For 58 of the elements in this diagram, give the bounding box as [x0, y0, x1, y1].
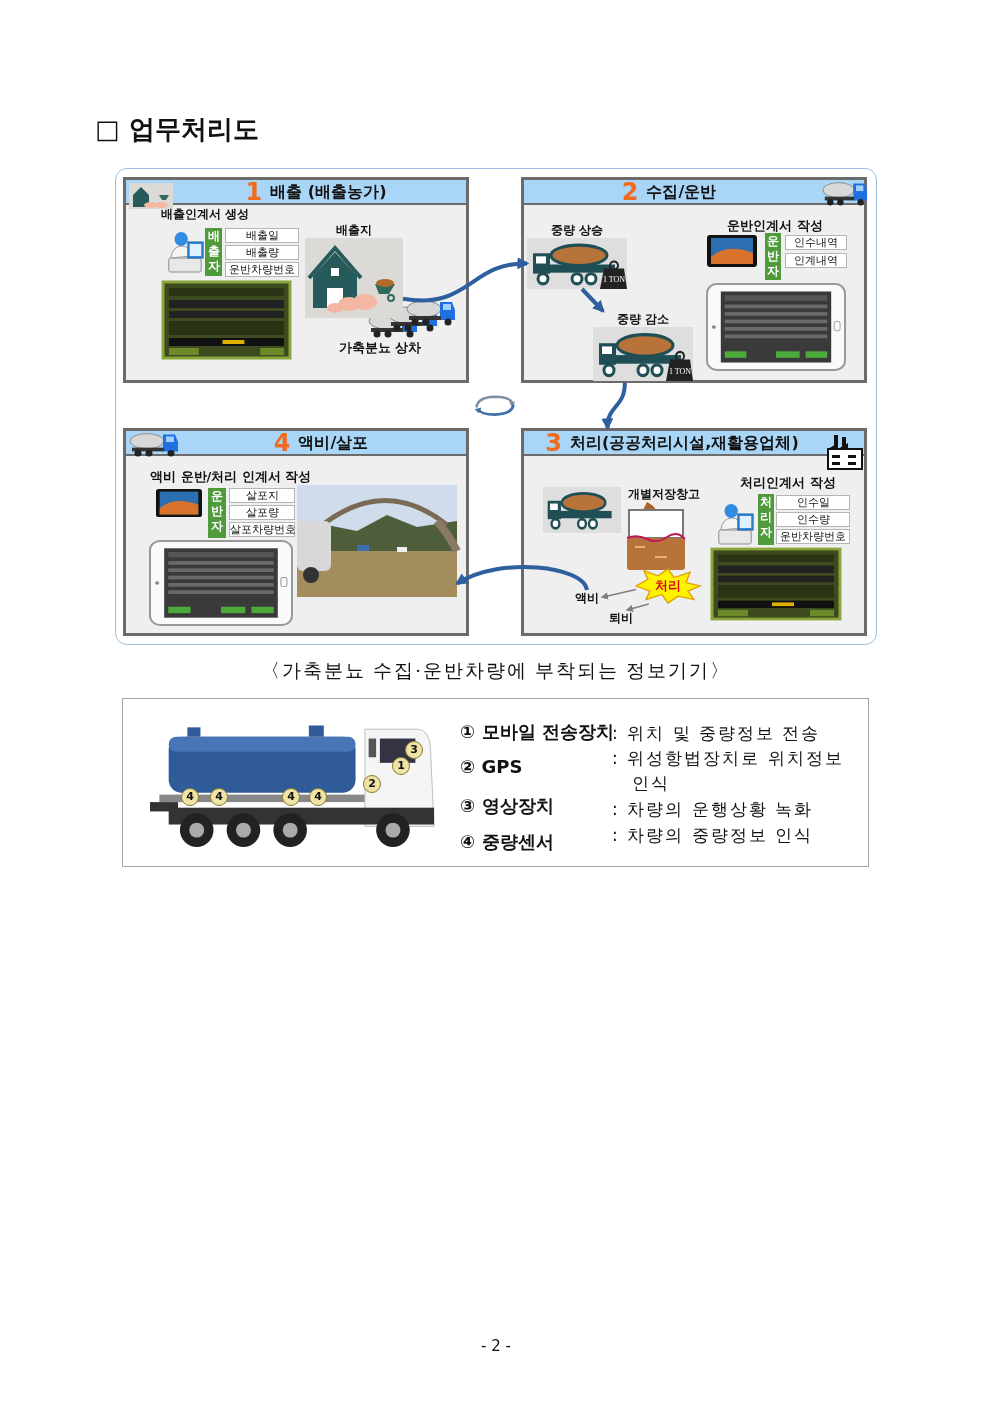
role-tab: 운반자	[765, 233, 781, 280]
weight-label: 1 TON	[667, 367, 693, 376]
output-label: 퇴비	[606, 610, 636, 626]
panel-title: 액비/살포	[298, 432, 369, 453]
process-panel	[521, 428, 867, 636]
step-number: 1	[245, 179, 263, 204]
role-tab: 배출자	[205, 228, 222, 276]
arrow	[600, 588, 637, 600]
output-label: 액비	[572, 590, 602, 606]
step-number: 3	[545, 430, 562, 455]
section-heading: 액비 운반/처리 인계서 작성	[150, 468, 312, 486]
picture-caption: 가축분뇨 상차	[337, 339, 423, 357]
form-field: 배출일	[225, 228, 299, 243]
burst-label: 처리	[636, 568, 700, 604]
section-heading: 운반인계서 작성	[726, 217, 824, 235]
form-field: 운반차량번호	[776, 529, 850, 544]
form-field: 인수량	[776, 512, 850, 527]
form-field: 인수내역	[785, 235, 847, 250]
page-number: - 2 -	[480, 1337, 512, 1355]
step-number: 2	[621, 179, 639, 204]
picture-heading: 개별저장창고	[627, 486, 701, 502]
page-title: □ 업무처리도	[95, 113, 259, 146]
picture-heading: 배출지	[335, 222, 373, 238]
device-description: : 차량의 중량정보 인식	[612, 824, 814, 847]
picture-heading: 중량 상승	[549, 222, 605, 238]
form-field: 운반차량번호	[225, 262, 299, 277]
form-field: 살포지	[229, 488, 295, 503]
weight-label: 1 TON	[601, 275, 627, 284]
form-field: 인계내역	[785, 253, 847, 268]
panel-title: 수집/운반	[646, 181, 717, 202]
process-panel	[521, 177, 867, 383]
device-name: ④ 중량센서	[460, 830, 554, 854]
process-panel	[123, 428, 469, 636]
device-name: ① 모바일 전송장치	[460, 720, 614, 744]
role-tab: 운반자	[208, 488, 226, 538]
form-field: 살포차량번호	[229, 522, 295, 537]
device-name: ③ 영상장치	[460, 794, 554, 818]
section-heading: 처리인계서 작성	[739, 474, 837, 492]
form-field: 인수일	[776, 495, 850, 510]
arrow	[601, 382, 627, 431]
panel-title: 배출 (배출농가)	[270, 181, 387, 202]
process-panel	[123, 177, 469, 383]
form-field: 배출량	[225, 245, 299, 260]
device-name: ② GPS	[460, 756, 523, 777]
device-description: : 위치 및 중량정보 전송	[612, 722, 822, 745]
device-description: : 차량의 운행상황 녹화	[612, 798, 814, 821]
device-description: : 위성항법장치로 위치정보 인식	[612, 747, 845, 795]
form-field: 살포량	[229, 505, 295, 520]
role-tab: 처리자	[758, 494, 774, 545]
panel-title: 처리(공공처리시설,재활용업체)	[570, 432, 799, 453]
arrow	[625, 603, 650, 612]
figure-caption: 〈가축분뇨 수집·운반차량에 부착되는 정보기기〉	[260, 659, 732, 683]
picture-heading: 중량 감소	[615, 311, 671, 327]
arrow	[580, 287, 605, 313]
arrow	[402, 257, 530, 303]
section-heading: 배출인계서 생성	[159, 206, 251, 223]
arrow	[454, 565, 589, 591]
step-number: 4	[273, 430, 291, 455]
